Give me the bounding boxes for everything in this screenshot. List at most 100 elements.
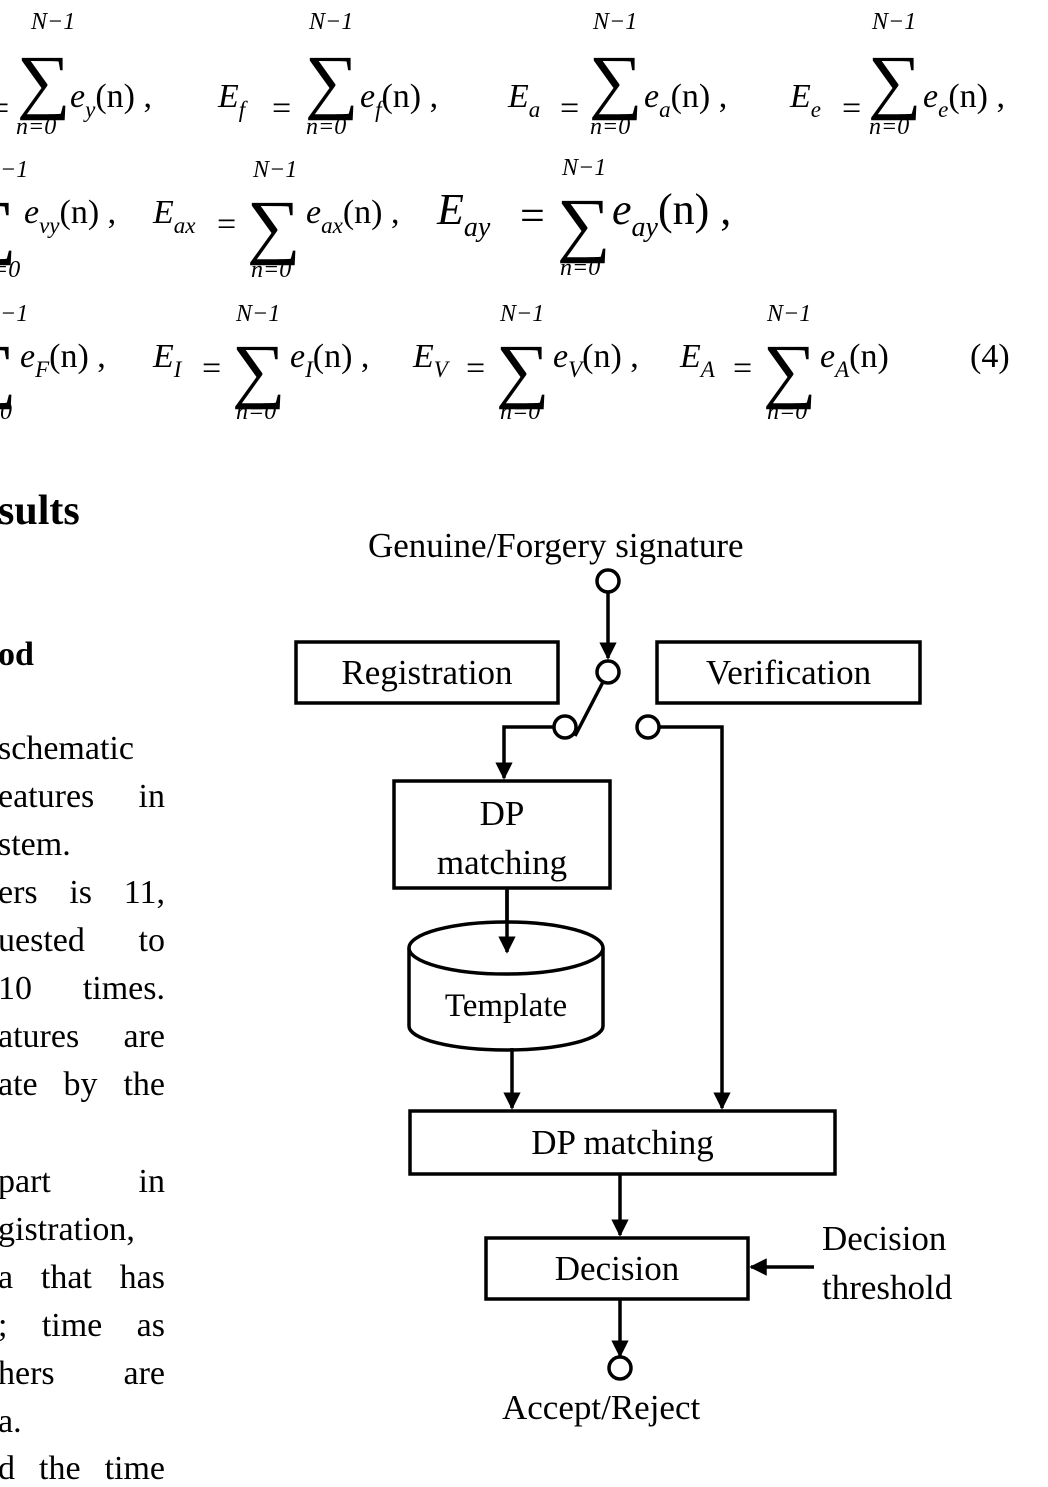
- dp-matching-verification-box: [408, 1109, 837, 1176]
- dp-matching-verification-label: DP matching: [531, 1123, 714, 1162]
- equals-sign: =: [733, 350, 753, 387]
- sum-upper-limit: −1: [0, 157, 29, 183]
- summand: eax(n) ,: [306, 194, 400, 238]
- sigma-symbol: ∑: [0, 334, 17, 406]
- template-label: Template: [444, 988, 568, 1024]
- threshold-label-line1: Decision: [822, 1219, 947, 1258]
- sigma-symbol: ∑: [16, 41, 71, 121]
- sum-upper-limit: N−1: [253, 157, 298, 183]
- sum-lower-limit: n=0: [16, 114, 57, 140]
- equals-sign: =: [217, 206, 237, 243]
- summand: ef(n) ,: [360, 78, 439, 122]
- sigma-symbol: ∑: [762, 330, 817, 410]
- energy-lhs: Ee: [790, 78, 821, 122]
- equals-sign: =: [842, 90, 862, 127]
- energy-lhs: Eax: [153, 194, 196, 238]
- sigma-symbol: ∑: [588, 41, 643, 121]
- text-line: atures are: [0, 1018, 165, 1055]
- summand: eV(n) ,: [553, 338, 639, 382]
- summand: eA(n): [820, 338, 889, 382]
- text-line: ers is 11,: [0, 874, 165, 911]
- sum-lower-limit: n=0: [869, 114, 910, 140]
- verification-box: [655, 640, 922, 705]
- text-line: d the time: [0, 1450, 165, 1487]
- sum-upper-limit: N−1: [31, 9, 76, 35]
- decision-box: [484, 1236, 750, 1301]
- sum-lower-limit: =0: [0, 257, 21, 283]
- dp-matching-registration-line1: DP: [479, 794, 525, 833]
- registration-path: [495, 725, 554, 780]
- text-line: hers are: [0, 1355, 165, 1392]
- equals-sign: =: [560, 90, 580, 127]
- sum-upper-limit: N−1: [309, 9, 354, 35]
- summand: eay(n) ,: [612, 185, 732, 243]
- output-terminal: [607, 1355, 633, 1381]
- sum-upper-limit: N−1: [500, 301, 545, 327]
- sigma-symbol: ∑: [867, 41, 922, 121]
- sum-lower-limit: n=0: [251, 257, 292, 283]
- text-line: part in: [0, 1163, 165, 1200]
- input-terminal: [595, 568, 621, 594]
- decision-label: Decision: [554, 1249, 680, 1288]
- summand: ee(n) ,: [923, 78, 1005, 122]
- summand: eI(n) ,: [290, 338, 370, 382]
- equals-sign: =: [0, 92, 9, 126]
- sum-upper-limit: N−1: [767, 301, 812, 327]
- verification-label: Verification: [705, 653, 872, 692]
- equals-sign: =: [520, 191, 545, 240]
- summand: evy(n) ,: [24, 194, 117, 238]
- sum-upper-limit: N−1: [236, 301, 281, 327]
- sum-lower-limit: n=0: [236, 399, 277, 425]
- energy-lhs: Eay: [437, 185, 491, 243]
- registration-terminal: [552, 714, 578, 740]
- text-line: a that has: [0, 1259, 165, 1296]
- sigma-symbol: ∑: [0, 190, 17, 262]
- equals-sign: =: [272, 90, 292, 127]
- sum-lower-limit: n=0: [560, 255, 601, 281]
- template-cylinder: [407, 948, 605, 1052]
- text-line: schematic: [0, 730, 134, 767]
- text-line: ; time as: [0, 1307, 165, 1344]
- switch-pivot: [595, 659, 621, 685]
- sum-lower-limit: n=0: [500, 399, 541, 425]
- summand: ey(n) ,: [70, 78, 152, 122]
- section-heading: sults: [0, 488, 80, 534]
- equals-sign: =: [466, 350, 486, 387]
- text-line: eatures in: [0, 778, 165, 815]
- energy-lhs: EA: [680, 338, 715, 382]
- sum-upper-limit: N−1: [872, 9, 917, 35]
- sum-lower-limit: 0: [0, 399, 12, 425]
- sum-lower-limit: n=0: [767, 399, 808, 425]
- output-label: Accept/Reject: [502, 1388, 701, 1427]
- energy-lhs: Ea: [508, 78, 541, 122]
- sigma-symbol: ∑: [246, 186, 301, 266]
- registration-box: [294, 640, 560, 705]
- text-line: stem.: [0, 826, 71, 863]
- text-line: gistration,: [0, 1211, 135, 1248]
- summand: ea(n) ,: [644, 78, 728, 122]
- sum-upper-limit: −1: [0, 301, 29, 327]
- equals-sign: =: [202, 350, 222, 387]
- energy-lhs: Ef: [218, 78, 246, 122]
- summand: eF(n) ,: [20, 338, 106, 382]
- verification-terminal: [635, 714, 661, 740]
- energy-lhs: EV: [413, 338, 448, 382]
- sigma-symbol: ∑: [556, 184, 611, 264]
- sigma-symbol: ∑: [304, 41, 359, 121]
- dp-matching-registration-box: [392, 779, 612, 890]
- sigma-symbol: ∑: [495, 330, 550, 410]
- sum-lower-limit: n=0: [306, 114, 347, 140]
- energy-lhs: EI: [153, 338, 182, 382]
- text-line: ate by the: [0, 1066, 165, 1103]
- verification-path: [659, 725, 731, 1110]
- input-label: Genuine/Forgery signature: [368, 526, 744, 565]
- text-line: a.: [0, 1403, 22, 1440]
- text-line: uested to: [0, 922, 165, 959]
- text-line: 10 times.: [0, 970, 165, 1007]
- subsection-heading: od: [0, 636, 34, 673]
- equation-number: (4): [970, 338, 1010, 375]
- threshold-label-line2: threshold: [822, 1268, 953, 1307]
- sigma-symbol: ∑: [231, 330, 286, 410]
- sum-upper-limit: N−1: [593, 9, 638, 35]
